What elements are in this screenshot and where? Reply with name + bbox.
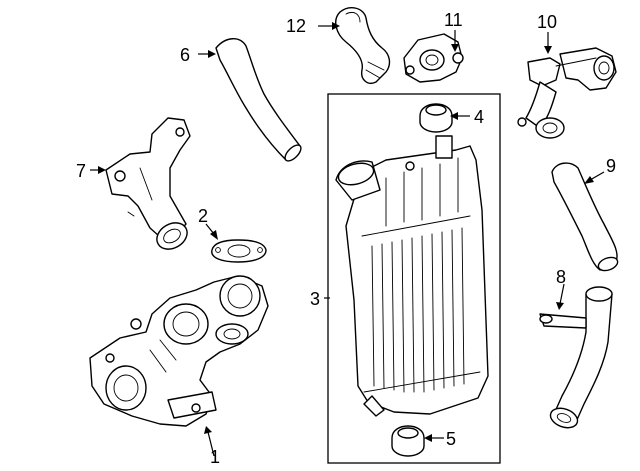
callout-2: 2 (198, 206, 208, 226)
callout-12: 12 (286, 16, 306, 36)
part-3-intercooler (335, 135, 489, 417)
part-11-flange-outlet (403, 33, 464, 83)
callout-5: 5 (446, 429, 456, 449)
part-6-hose (215, 38, 302, 162)
part-4-grommet (419, 103, 453, 133)
part-12-hose (335, 7, 391, 84)
callout-10: 10 (537, 12, 557, 32)
callout-4: 4 (474, 107, 484, 127)
part-1-turbocharger (89, 275, 269, 427)
callout-7: 7 (76, 161, 86, 181)
part-3-group-frame (327, 93, 501, 464)
part-8-pipe (539, 286, 613, 429)
part-2-gasket (211, 239, 267, 263)
callout-leader-lines (90, 22, 605, 457)
part-5-grommet (391, 425, 425, 457)
callout-3: 3 (310, 289, 320, 309)
part-10-pipe-assembly (517, 47, 617, 139)
callout-6: 6 (180, 45, 190, 65)
callout-8: 8 (556, 267, 566, 287)
part-7-bracket-pipe (105, 117, 191, 250)
part-9-hose (551, 162, 619, 272)
callout-9: 9 (606, 156, 616, 176)
callout-11: 11 (444, 10, 463, 30)
callout-1: 1 (210, 447, 220, 467)
